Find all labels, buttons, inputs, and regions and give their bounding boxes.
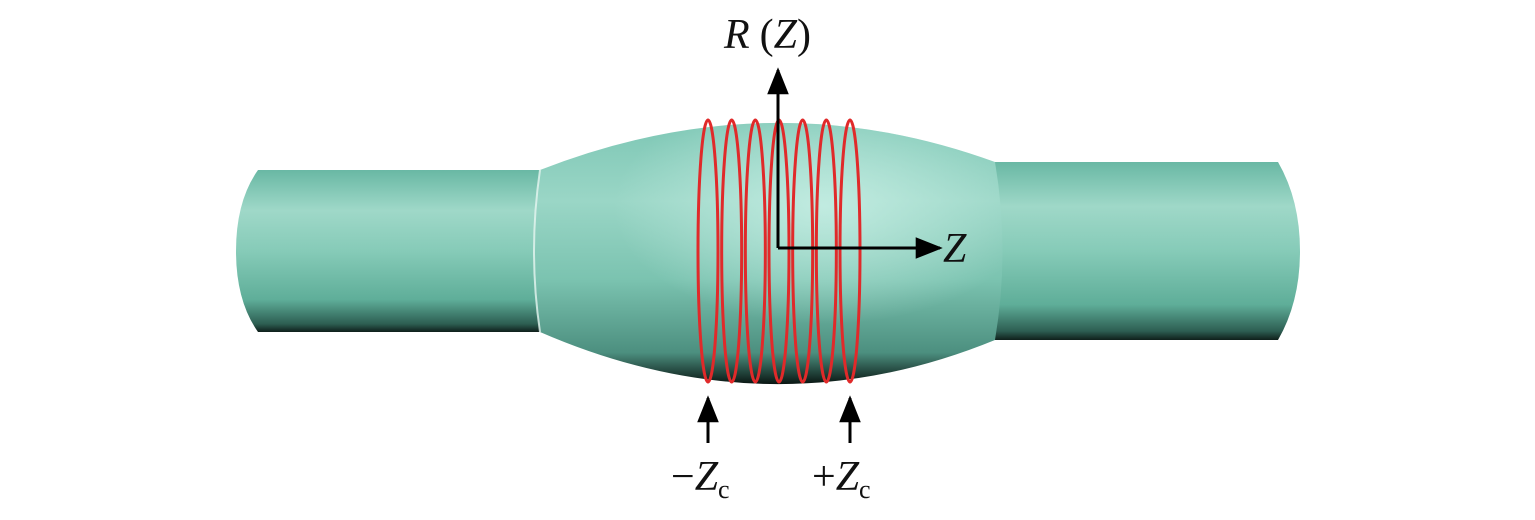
pos-zc-label: +Zc: [812, 454, 871, 504]
right-fiber-section: [990, 162, 1300, 340]
radius-axis-label: R(Z): [723, 12, 811, 58]
coil-loop: [838, 118, 862, 384]
coil-winding: [696, 118, 862, 384]
neg-zc-label: −Zc: [671, 454, 730, 504]
coil-loop: [791, 118, 815, 384]
coil-loop: [743, 118, 767, 384]
coil-loop: [814, 118, 838, 384]
coil-loop: [696, 118, 720, 384]
left-fiber-section: [236, 170, 545, 332]
coil-loop: [720, 118, 744, 384]
z-axis-label: Z: [943, 226, 967, 272]
